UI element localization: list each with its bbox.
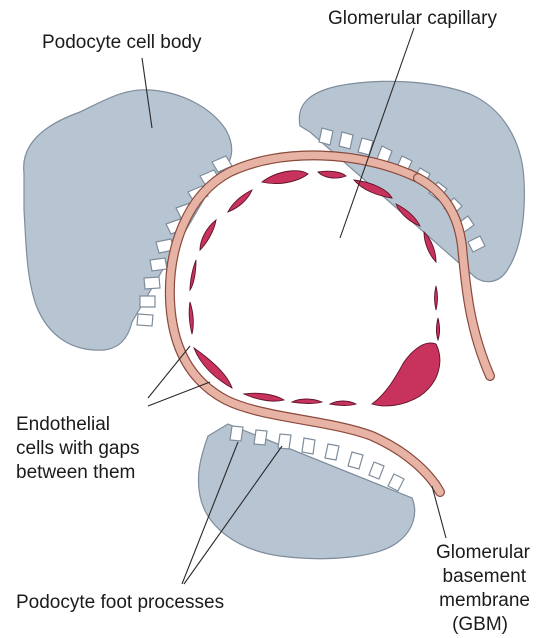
label-endothelial-line1: Endothelial [16, 414, 110, 435]
label-gbm-line1: Glomerular [436, 542, 531, 563]
label-gbm-line2: basement [443, 566, 527, 587]
label-foot-processes: Podocyte foot processes [16, 592, 224, 613]
podocyte-upper-left [24, 90, 232, 350]
label-gbm-line3: membrane [439, 590, 530, 611]
podocyte-upper-right [299, 81, 524, 281]
label-endothelial-line2: cells with gaps [16, 438, 140, 459]
label-endothelial-line3: between them [16, 462, 135, 483]
podocytes [24, 81, 525, 558]
label-glomerular-capillary: Glomerular capillary [328, 8, 497, 29]
label-gbm-line4: (GBM) [452, 614, 508, 635]
label-podocyte-cell-body: Podocyte cell body [42, 32, 202, 53]
